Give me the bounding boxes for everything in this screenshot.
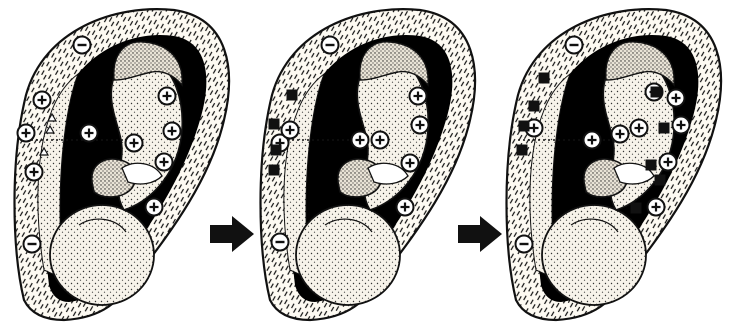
right-arrow-icon [458,216,502,252]
plus-charge-icon [372,132,389,149]
embryo-head [542,205,646,305]
square-ion-marker-icon [269,165,280,176]
square-ion-marker-icon [287,90,298,101]
plus-charge-icon [660,154,677,171]
square-ion-marker-icon [519,121,530,132]
plus-charge-icon [397,199,414,216]
square-ion-marker-icon [655,175,666,186]
plus-charge-icon [612,126,629,143]
square-ion-marker-icon [651,87,662,98]
plus-charge-icon [402,155,419,172]
embryo-head [296,205,400,305]
minus-charge-icon [322,37,339,54]
plus-charge-icon [410,88,427,105]
plus-charge-icon [18,125,35,142]
square-ion-marker-icon [631,203,642,214]
square-ion-marker-icon [529,101,540,112]
embryo-panel-3 [507,9,721,320]
plus-charge-icon [673,117,690,134]
plus-charge-icon [412,117,429,134]
square-ion-marker-icon [517,145,528,156]
minus-charge-icon [516,236,533,253]
plus-charge-icon [631,120,648,137]
square-ion-marker-icon [659,123,670,134]
embryo-panel-2 [261,9,475,320]
plus-charge-icon [282,122,299,139]
minus-charge-icon [74,37,91,54]
minus-charge-icon [272,234,289,251]
plus-charge-icon [584,132,601,149]
minus-charge-icon [566,37,583,54]
plus-charge-icon [156,154,173,171]
plus-charge-icon [26,164,43,181]
plus-charge-icon [648,199,665,216]
minus-charge-icon [24,236,41,253]
square-ion-marker-icon [271,145,282,156]
plus-charge-icon [164,123,181,140]
plus-charge-icon [81,125,98,142]
square-ion-marker-icon [539,73,550,84]
square-ion-marker-icon [646,160,657,171]
plus-charge-icon [352,132,369,149]
plus-charge-icon [34,92,51,109]
square-ion-marker-icon [269,119,280,130]
right-arrow-icon [210,216,254,252]
embryo-panel-1 [15,9,229,320]
plus-charge-icon [159,88,176,105]
plus-charge-icon [668,90,685,107]
plus-charge-icon [126,135,143,152]
plus-charge-icon [146,199,163,216]
embryo-head [50,205,154,305]
